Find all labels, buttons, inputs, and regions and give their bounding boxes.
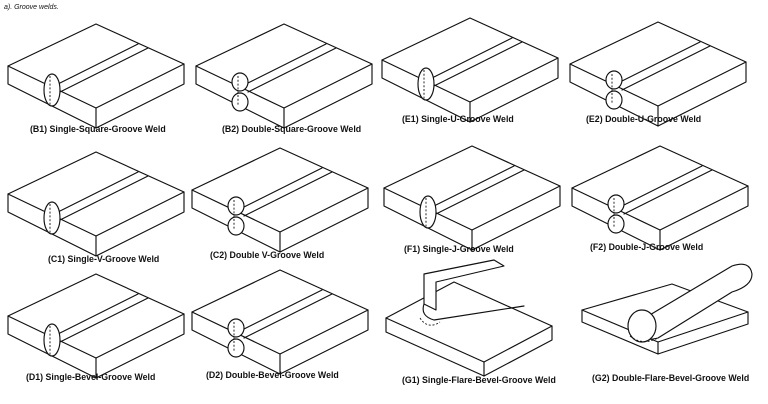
weld-label-f2: (F2) Double-J-Groove Weld (590, 242, 703, 252)
weld-panel-c1: (C1) Single-V-Groove Weld (7, 151, 185, 264)
weld-cross-section-top (605, 70, 623, 90)
base-plate-side (483, 325, 553, 377)
weld-label-b1: (B1) Single-Square-Groove Weld (30, 124, 166, 134)
weld-root-dash (629, 335, 659, 342)
standing-member (423, 259, 505, 311)
panels-layer: (B1) Single-Square-Groove Weld (B2) Doubl… (7, 17, 753, 385)
weld-cross-section-top (419, 195, 437, 229)
weld-label-b2: (B2) Double-Square-Groove Weld (222, 124, 361, 134)
bead-line-rear (621, 45, 711, 91)
plate-assembly (191, 269, 369, 375)
weld-panel-c2: (C2) Double V-Groove Weld (191, 147, 369, 260)
bead-line-front (611, 41, 701, 87)
plate-assembly (383, 145, 561, 251)
bead-line-front (613, 165, 703, 211)
weld-panel-b2: (B2) Double-Square-Groove Weld (195, 23, 373, 134)
weld-label-e2: (E2) Double-U-Groove Weld (586, 114, 701, 124)
weld-panel-g2: (G2) Double-Flare-Bevel-Groove Weld (581, 263, 753, 383)
weld-label-c2: (C2) Double V-Groove Weld (210, 250, 324, 260)
plate-assembly (191, 147, 369, 253)
weld-cross-section-top (227, 196, 245, 216)
weld-root-dash (419, 317, 441, 326)
weld-label-g2: (G2) Double-Flare-Bevel-Groove Weld (592, 373, 749, 383)
bead-line-front (423, 37, 513, 83)
weld-cross-section-bottom (605, 90, 623, 110)
base-plate-side (657, 311, 749, 355)
weld-panel-f2: (F2) Double-J-Groove Weld (571, 145, 749, 252)
weld-label-g1: (G1) Single-Flare-Bevel-Groove Weld (402, 375, 556, 385)
weld-cross-section-top (227, 318, 245, 338)
bead-line-rear (435, 169, 525, 215)
weld-panel-b1: (B1) Single-Square-Groove Weld (7, 23, 185, 134)
plate-assembly (381, 17, 559, 123)
plate-assembly (7, 151, 185, 257)
bead-line-rear (433, 41, 523, 87)
bead-line-rear (59, 297, 149, 343)
bead-line-front (49, 43, 139, 89)
plate-assembly (195, 23, 373, 129)
weld-cross-section-bottom (607, 214, 625, 234)
weld-panel-f1: (F1) Single-J-Groove Weld (383, 145, 561, 254)
bead-line-front (49, 293, 139, 339)
weld-cross-section-bottom (227, 216, 245, 236)
bead-line-rear (59, 175, 149, 221)
weld-label-e1: (E1) Single-U-Groove Weld (402, 114, 514, 124)
weld-label-d2: (D2) Double-Bevel-Groove Weld (206, 370, 339, 380)
weld-cross-section-bottom (231, 92, 249, 112)
weld-label-c1: (C1) Single-V-Groove Weld (48, 254, 159, 264)
bead-line-front (233, 167, 323, 213)
bead-line-front (237, 43, 327, 89)
base-plate-top (385, 281, 553, 363)
plate-assembly (7, 23, 185, 129)
plate-assembly (571, 145, 749, 251)
weld-label-f1: (F1) Single-J-Groove Weld (404, 244, 514, 254)
bead-line-front (49, 171, 139, 217)
weld-cross-section-bottom (227, 338, 245, 358)
bead-line-rear (243, 171, 333, 217)
bead-line-front (425, 165, 515, 211)
bead-line-rear (59, 47, 149, 93)
weld-panel-d2: (D2) Double-Bevel-Groove Weld (191, 269, 369, 380)
weld-panel-e1: (E1) Single-U-Groove Weld (381, 17, 559, 124)
bead-line-rear (623, 169, 713, 215)
weld-cross-section-top (43, 201, 61, 235)
weld-panel-e2: (E2) Double-U-Groove Weld (569, 21, 747, 127)
base-plate-front (581, 309, 659, 355)
bead-line-front (233, 289, 323, 335)
weld-panel-g1: (G1) Single-Flare-Bevel-Groove Weld (385, 259, 556, 385)
header-fragment: a). Groove welds. (4, 4, 59, 11)
weld-cross-section-top (43, 73, 61, 107)
bar-end (627, 309, 657, 343)
base-plate-front (385, 317, 485, 377)
weld-cross-section-top (231, 72, 249, 92)
weld-label-d1: (D1) Single-Bevel-Groove Weld (26, 372, 155, 382)
weld-panel-d1: (D1) Single-Bevel-Groove Weld (7, 273, 185, 382)
weld-cross-section-top (417, 67, 435, 101)
bead-line-rear (247, 47, 337, 93)
weld-cross-section-top (43, 323, 61, 357)
bead-line-rear (243, 293, 333, 339)
plate-assembly (569, 21, 747, 127)
plate-assembly (7, 273, 185, 379)
flare-bead (422, 303, 525, 321)
weld-cross-section-top (607, 194, 625, 214)
